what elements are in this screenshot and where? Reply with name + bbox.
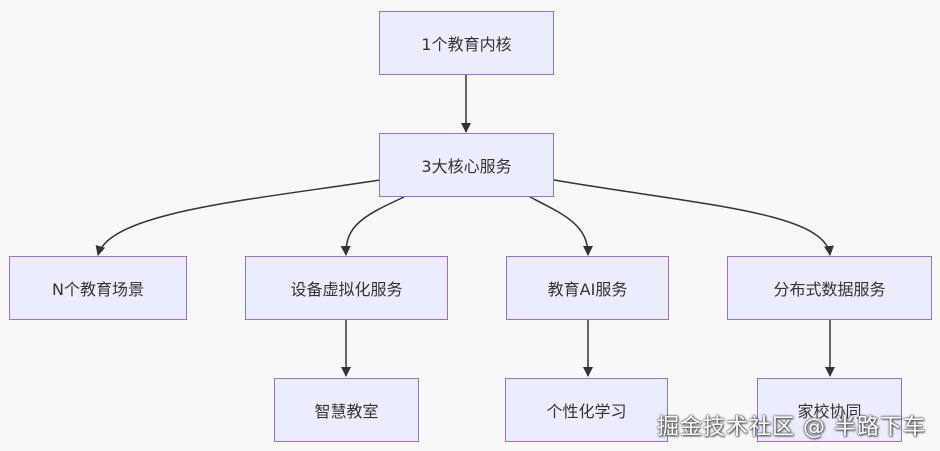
node-distributed-data-label: 分布式数据服务: [773, 280, 886, 299]
edge-services-distributed-data: [553, 179, 834, 256]
watermark: 掘金技术社区 @ 半路下车: [657, 415, 926, 440]
edge-services-scenes: [95, 179, 381, 256]
node-personalized-learning: 个性化学习: [505, 378, 668, 442]
node-smart-classroom-label: 智慧教室: [314, 402, 379, 421]
node-device-virtualization: 设备虚拟化服务: [245, 256, 448, 320]
node-home-school-label: 家校协同: [797, 402, 862, 421]
node-scenes-label: N个教育场景: [52, 280, 144, 299]
node-education-ai: 教育AI服务: [506, 256, 669, 320]
node-core: 1个教育内核: [379, 11, 554, 75]
node-personalized-learning-label: 个性化学习: [546, 402, 627, 421]
node-scenes: N个教育场景: [9, 256, 187, 320]
edge-services-education-ai: [529, 196, 593, 256]
node-device-virtualization-label: 设备虚拟化服务: [290, 280, 403, 299]
edge-services-device-virtualization: [340, 196, 405, 256]
node-services: 3大核心服务: [379, 133, 554, 197]
node-core-label: 1个教育内核: [421, 35, 512, 54]
node-smart-classroom: 智慧教室: [274, 378, 419, 442]
node-distributed-data: 分布式数据服务: [727, 256, 932, 320]
node-home-school: 家校协同: [757, 378, 902, 442]
node-services-label: 3大核心服务: [421, 157, 512, 176]
node-education-ai-label: 教育AI服务: [547, 280, 628, 299]
